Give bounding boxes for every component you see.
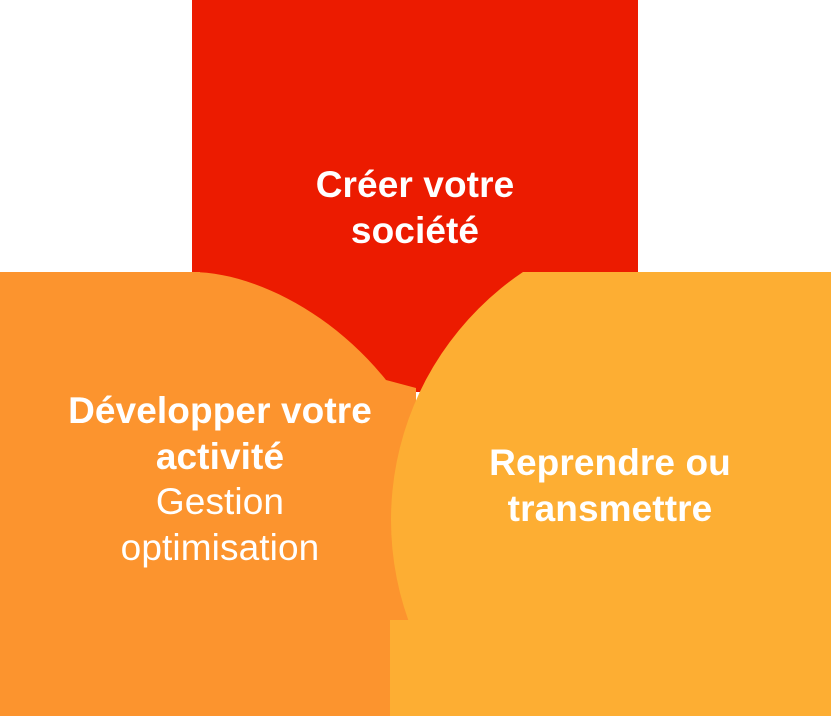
tile-develop-line-3: Gestion [155,481,285,522]
tile-develop-shape[interactable] [0,272,420,716]
tile-transfer-shape[interactable] [390,221,831,716]
tile-develop-label[interactable]: Développer votre activité Gestion optimi… [20,388,420,570]
tile-transfer-line-1: Reprendre ou [489,442,731,483]
tile-create-line-2: société [350,209,480,251]
tile-create-label[interactable]: Créer votre société [192,162,638,253]
tile-develop-line-2: activité [155,435,285,477]
tile-create-line-1: Créer votre [315,164,515,205]
tile-transfer-label[interactable]: Reprendre ou transmettre [410,440,810,531]
tile-develop-line-4: optimisation [120,526,320,568]
tile-transfer-line-2: transmettre [507,487,713,529]
tile-develop-line-1: Développer votre [68,390,372,431]
